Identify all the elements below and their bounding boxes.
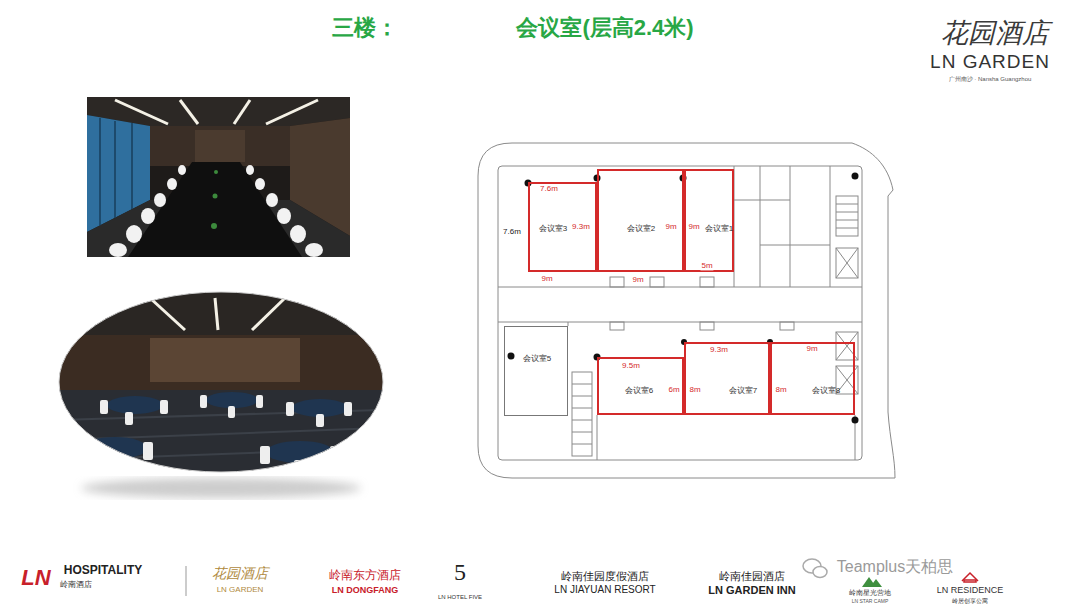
dimension-label: 9m (540, 274, 553, 283)
star-camp-icon (862, 577, 882, 587)
label-text: LN STAR CAMP (852, 599, 889, 605)
room-name: 会议室7 (729, 386, 757, 395)
photo-meeting-room (87, 97, 350, 257)
dimension-label: 8m (688, 385, 701, 394)
dimension-label: 9m (631, 275, 644, 284)
label-text: LN DONGFANG (332, 585, 399, 595)
floor-plan (478, 143, 895, 478)
wechat-icon (803, 559, 827, 578)
dimension-label: 9.3m (709, 345, 729, 354)
room-name: 会议室6 (625, 386, 653, 395)
dimension-label: 7.6m (539, 184, 559, 193)
label-text: 岭居创享公寓 (952, 598, 988, 605)
dimension-label: 9m (664, 222, 677, 231)
label-text: LN HOTEL FIVE (438, 594, 482, 601)
label-text: LN GARDEN (217, 585, 264, 594)
label-text: Teamplus天柏思 (837, 558, 953, 576)
meeting-room: 会议室5 (504, 326, 568, 416)
dimension-label: 9.3m (571, 222, 591, 231)
label-text: 会议室(层高2.4米) (516, 15, 693, 40)
label-text: 岭南东方酒店 (329, 569, 401, 583)
meeting-room: 会议室2 (597, 169, 684, 272)
room-name: 会议室1 (705, 224, 733, 233)
label-text: LN (21, 565, 50, 590)
label-text: 花园酒店 (212, 566, 268, 582)
dimension-label: 8m (774, 385, 787, 394)
label-text: LN JIAYUAN RESORT (554, 584, 655, 596)
label-text: 岭南酒店 (60, 580, 92, 589)
label-text: HOSPITALITY (64, 564, 142, 578)
slide-title: 三楼： (332, 15, 398, 40)
divider (186, 566, 187, 596)
room-name: 会议室5 (523, 354, 551, 363)
label-text: 花园酒店 (941, 18, 1049, 49)
room-name: 会议室3 (539, 224, 567, 233)
dimension-label: 9.5m (621, 361, 641, 370)
label-text: LN GARDEN INN (708, 584, 795, 597)
meeting-room: 会议室1 (684, 169, 734, 272)
label-text: LN RESIDENCE (937, 585, 1004, 595)
room-name: 会议室2 (627, 224, 655, 233)
room-name: 会议室8 (812, 386, 840, 395)
dimension-label: 9m (805, 344, 818, 353)
label-text: 岭南佳园度假酒店 (561, 570, 649, 583)
dimension-label: 9m (687, 222, 700, 231)
label-text: 岭南星光营地 (849, 589, 891, 597)
dimension-label: 6m (667, 385, 680, 394)
label-text: LN GARDEN (930, 51, 1050, 73)
label-text: 广州南沙 · Nansha Guangzhou (949, 76, 1032, 83)
residence-icon (962, 573, 978, 582)
dimension-label: 7.6m (502, 227, 522, 236)
photo-banquet-room (55, 290, 390, 475)
label-text: 岭南佳园酒店 (719, 570, 785, 583)
dimension-label: 5m (700, 261, 713, 270)
label-text: 5 (454, 559, 466, 587)
